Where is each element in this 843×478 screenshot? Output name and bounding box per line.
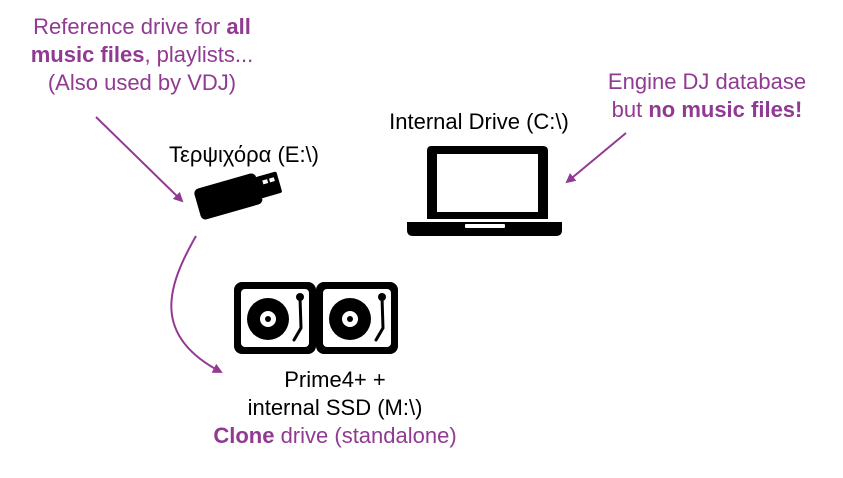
- turntables-icon: [234, 282, 398, 354]
- prime-line2: internal SSD (M:\): [247, 395, 423, 421]
- usb-drive-label: Τερψιχόρα (E:\): [168, 142, 319, 167]
- engine-note-line1: Engine DJ database: [607, 69, 807, 94]
- laptop-icon: [407, 146, 562, 236]
- reference-note-line2: music files, playlists...: [30, 42, 254, 68]
- prime-caption: Prime4+ + internal SSD (M:\) Clone drive…: [170, 366, 500, 450]
- engine-note: Engine DJ database but no music files!: [592, 68, 822, 124]
- laptop-label: Internal Drive (C:\): [389, 109, 569, 134]
- usb-stick-icon: [194, 171, 282, 220]
- engine-note-line2: but no music files!: [611, 97, 803, 123]
- prime-line3: Clone drive (standalone): [213, 423, 457, 449]
- arrow-engine-to-laptop: [565, 132, 627, 184]
- reference-note: Reference drive for all music files, pla…: [13, 13, 271, 97]
- arrow-usb-to-prime: [170, 235, 223, 373]
- reference-note-line1: Reference drive for all: [33, 14, 251, 39]
- reference-note-line3: (Also used by VDJ): [47, 70, 237, 96]
- arrow-reference-to-usb: [95, 116, 184, 203]
- prime-line1: Prime4+ +: [284, 367, 386, 392]
